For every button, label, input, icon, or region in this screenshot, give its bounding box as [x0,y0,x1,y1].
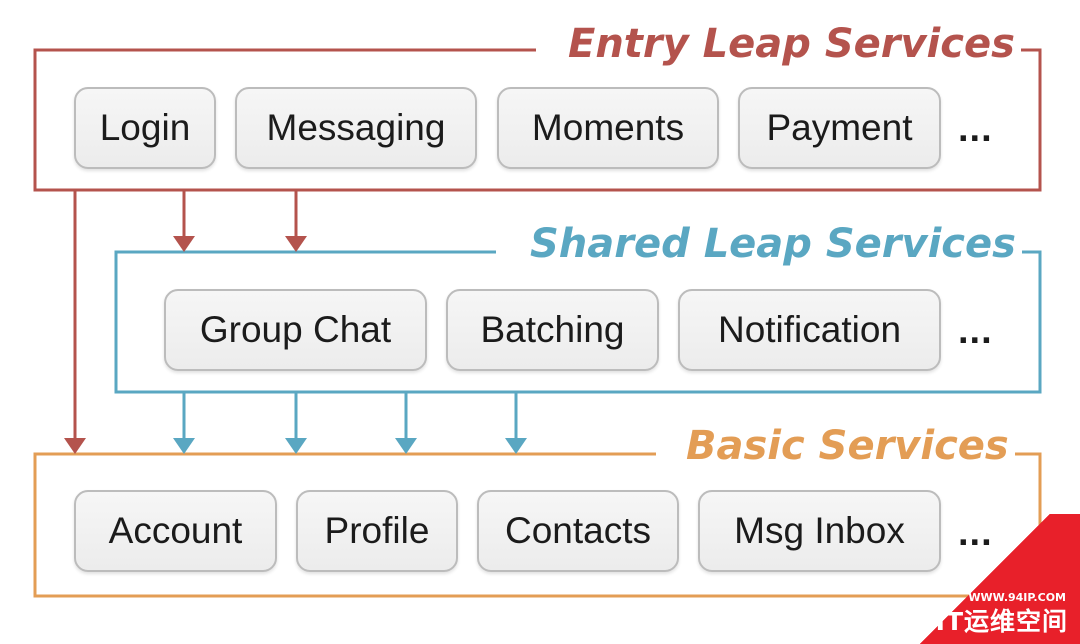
entry-to-basic-arrow [64,191,86,454]
entry-to-shared-arrows [173,191,307,252]
entry-layer-frame [33,48,1042,192]
service-group-chat: Group Chat [164,289,427,371]
watermark-name: IT运维空间 [935,607,1068,636]
service-profile: Profile [296,490,458,572]
shared-to-basic-arrows [173,393,527,454]
watermark-badge: WWW.94IP.COM IT运维空间 [890,514,1080,644]
service-login: Login [74,87,216,169]
service-batching: Batching [446,289,659,371]
entry-layer-title: Entry Leap Services [562,20,1021,68]
entry-more-indicator: ... [958,108,993,150]
basic-layer-title: Basic Services [680,422,1015,470]
watermark-url: WWW.94IP.COM [968,591,1066,604]
service-moments: Moments [497,87,719,169]
basic-layer-frame [33,452,1042,598]
shared-layer-frame [114,250,1042,394]
service-messaging: Messaging [235,87,477,169]
service-notification: Notification [678,289,941,371]
service-contacts: Contacts [477,490,679,572]
shared-layer-title: Shared Leap Services [524,220,1022,268]
service-account: Account [74,490,277,572]
shared-more-indicator: ... [958,310,993,352]
service-payment: Payment [738,87,941,169]
